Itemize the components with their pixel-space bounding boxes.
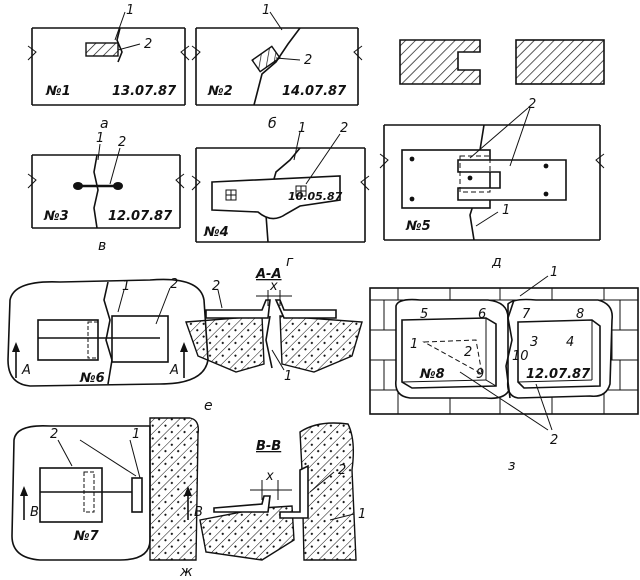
panel-e-section: А-А х 2 1 — [185, 267, 363, 384]
callout-1: 1 — [96, 131, 104, 146]
panel-letter: а — [100, 116, 109, 132]
panel-letter: г — [286, 254, 294, 270]
section-mark-right: А — [169, 342, 188, 378]
section-title: В-В — [256, 439, 281, 454]
beacon-number: №5 — [405, 219, 431, 234]
callout-1: 1 — [126, 3, 134, 18]
callout-1: 1 — [132, 427, 140, 442]
beacon-date: 12.07.87 — [526, 367, 591, 382]
beacon-date: 13.07.87 — [112, 84, 177, 99]
svg-text:В: В — [194, 505, 203, 520]
panel-letter: в — [98, 238, 106, 254]
callout-1: 1 — [550, 265, 558, 280]
callout-2: 2 — [550, 433, 558, 448]
panel-e-plan: 1 2 №6 А А е — [7, 277, 213, 414]
beacon-date: 12.07.87 — [108, 209, 173, 224]
beacon-date: 10.05.87 — [288, 190, 343, 203]
callout-2: 2 — [50, 427, 58, 442]
point-3: 3 — [530, 335, 538, 350]
callout-2: 2 — [118, 135, 126, 150]
svg-text:В: В — [30, 505, 39, 520]
section-mark-left: А — [12, 342, 31, 378]
beacon-number: №6 — [79, 371, 105, 386]
beacon-wire — [73, 182, 123, 190]
panel-letter: е — [204, 398, 213, 414]
gap-label: х — [265, 469, 274, 484]
panel-letter: ж — [179, 564, 193, 580]
panel-b: 1 2 №2 14.07.87 б — [191, 3, 363, 132]
panel-z: 5 6 7 8 1 2 9 3 4 10 №8 12.07.87 1 2 з — [369, 265, 639, 474]
beacon-number: №8 — [419, 367, 445, 382]
point-9: 9 — [476, 367, 484, 382]
beacon-date: 14.07.87 — [282, 84, 347, 99]
point-10: 10 — [512, 349, 529, 364]
panel-a: 1 2 №1 13.07.87 а — [27, 3, 190, 132]
section-mark-right: В — [184, 486, 203, 520]
panel-letter: д — [491, 254, 502, 270]
panel-zh-plan: 2 1 №7 В В ж — [11, 417, 203, 580]
point-1: 1 — [410, 337, 418, 352]
callout-1: 1 — [502, 203, 510, 218]
panel-v: 1 2 №3 12.07.87 в — [27, 131, 185, 254]
beacon-number: №2 — [207, 84, 233, 99]
gap-label: х — [269, 279, 278, 294]
beacon-number: №4 — [203, 225, 229, 240]
svg-text:А: А — [21, 363, 31, 378]
beacon-number: №7 — [73, 529, 100, 544]
point-7: 7 — [522, 307, 531, 322]
panel-d-plates — [399, 39, 605, 85]
point-4: 4 — [566, 335, 574, 350]
section-mark-left: В — [20, 486, 39, 520]
point-8: 8 — [576, 307, 584, 322]
panel-d: 2 1 №5 д — [379, 97, 605, 270]
two-plate-beacon — [401, 149, 567, 209]
beacon-plate — [85, 42, 119, 57]
section-title: А-А — [255, 267, 282, 282]
panel-zh-section: В-В х 2 1 — [199, 422, 366, 561]
callout-2: 2 — [170, 277, 178, 292]
callout-2: 2 — [144, 37, 152, 52]
callout-2: 2 — [528, 97, 536, 112]
callout-1: 1 — [284, 369, 292, 384]
callout-2: 2 — [304, 53, 312, 68]
callout-2: 2 — [338, 463, 346, 478]
callout-1: 1 — [358, 507, 366, 522]
beacon-plate — [251, 45, 281, 73]
callout-1: 1 — [122, 279, 130, 294]
callout-2: 2 — [340, 121, 348, 136]
beacon-10 — [517, 319, 601, 389]
svg-text:А: А — [169, 363, 179, 378]
callout-1: 1 — [262, 3, 270, 18]
beacon-number: №1 — [45, 84, 71, 99]
panel-g: 1 2 №4 10.05.87 г — [191, 121, 370, 270]
panel-letter: з — [508, 458, 515, 474]
panel-letter: б — [268, 116, 277, 132]
point-2: 2 — [464, 345, 472, 360]
beacon-8 — [401, 317, 497, 389]
beacon-number: №3 — [43, 209, 69, 224]
callout-1: 1 — [298, 121, 306, 136]
gypsum-beacon — [211, 175, 341, 220]
point-5: 5 — [420, 307, 428, 322]
callout-2: 2 — [212, 279, 220, 294]
point-6: 6 — [478, 307, 486, 322]
